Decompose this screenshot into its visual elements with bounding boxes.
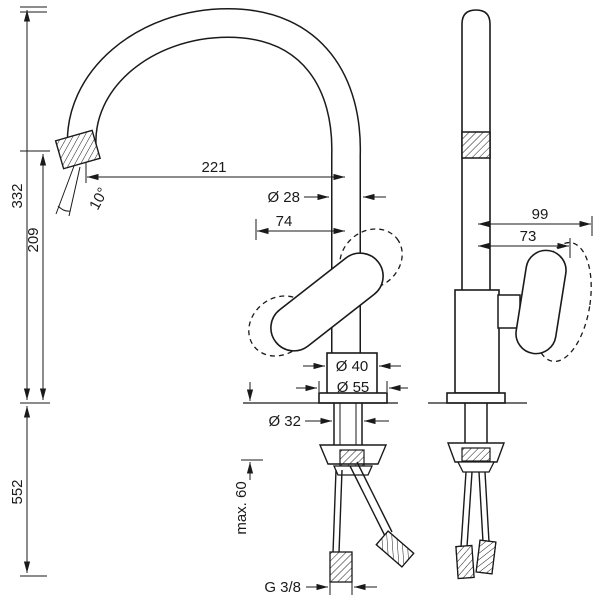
dimensions: 332 209 552 221 10° Ø 28 74 Ø 40 [9,6,593,596]
side-under-counter [428,402,527,580]
hose-connector [329,551,353,583]
dim-spout-height-label: 209 [25,227,42,252]
spray-angle-lines [55,165,81,217]
faucet-body [326,352,378,396]
spout-tube [66,7,362,362]
dim-spray-angle-label: 10° [86,185,112,213]
dim-spout-reach-label: 221 [201,159,226,176]
hose-connector-side-b [475,539,497,575]
dimension-hole-diameter: Ø 32 [268,413,389,430]
dim-handle-reach-label: 99 [532,206,549,223]
hose-connector-angled [375,530,415,568]
dimension-handle-reach-side: 99 [478,206,593,236]
side-view [428,9,592,580]
mounting-nut-side [461,447,491,462]
dimension-thread: G 3/8 [264,578,377,596]
lever-handle-side [515,249,567,355]
dimension-handle-offset: 74 [255,213,345,240]
lever-handle [270,252,384,352]
faucet-body-side [454,289,500,394]
dimension-max-deck-thickness: max. 60 [233,382,263,535]
supply-hose [332,469,337,554]
dim-hole-diameter-label: Ø 32 [268,413,301,430]
dim-handle-pivot-label: 73 [520,228,537,245]
supply-hose-angled [349,465,386,537]
dim-base-diameter-label: Ø 55 [337,379,370,396]
dim-handle-offset-label: 74 [276,213,293,230]
dim-total-height-label: 332 [9,183,26,208]
dimension-body-diameter: Ø 40 [303,358,401,375]
front-under-counter [243,402,415,583]
dim-body-diameter-label: Ø 40 [336,358,369,375]
dim-thread-label: G 3/8 [264,579,301,596]
mounting-nut [339,449,365,467]
aerator-side [461,131,491,159]
base-flange-side [446,392,506,404]
handle-swing-range-side [532,241,592,363]
dim-spout-diameter-label: Ø 28 [267,189,300,206]
dim-below-counter-label: 552 [9,479,26,504]
dim-max-deck-label: max. 60 [233,481,250,534]
front-view [54,7,415,583]
dimension-chain-left: 332 209 552 [9,6,50,577]
dimension-handle-pivot-side: 73 [478,228,571,258]
spout-aerator [54,129,101,170]
dimension-base-diameter: Ø 55 [296,379,408,396]
dimension-spout-diameter: Ø 28 [267,189,386,206]
hose-connector-side-a [455,544,475,580]
dimension-spout-reach: 221 [85,159,345,183]
